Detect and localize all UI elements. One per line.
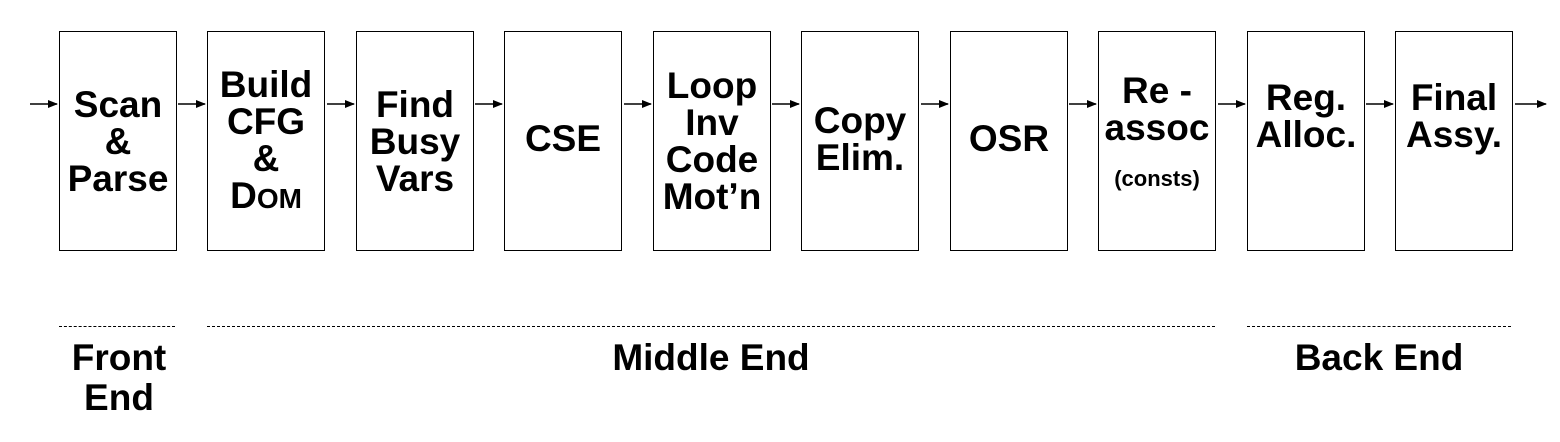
stage-line: Busy xyxy=(369,120,461,162)
middle-end-divider xyxy=(207,326,1215,327)
stage-line: Re - xyxy=(1122,70,1192,111)
middle-end-label: Middle End xyxy=(207,338,1215,378)
stage-note: (consts) xyxy=(1114,166,1200,191)
stage-copy-elim: Copy Elim. xyxy=(801,31,919,251)
front-end-label: Front End xyxy=(59,338,179,418)
stage-final-assy: Final Assy. xyxy=(1395,31,1513,251)
stage-line: CSE xyxy=(524,118,602,159)
stage-osr: OSR xyxy=(950,31,1068,251)
stage-cse: CSE xyxy=(504,31,622,251)
stage-line: Final xyxy=(1410,77,1498,118)
dom-smallcaps: OM xyxy=(256,182,302,214)
label-line: Front xyxy=(71,337,167,378)
stage-line: & xyxy=(104,120,132,162)
stage-line: & xyxy=(252,137,280,179)
stage-line: Mot’n xyxy=(662,176,762,217)
stage-line: Inv xyxy=(685,102,739,143)
dom-initial: D xyxy=(230,174,257,216)
back-end-label: Back End xyxy=(1247,338,1511,378)
stage-line: Parse xyxy=(67,157,169,199)
label-line: End xyxy=(84,377,154,418)
stage-line: assoc xyxy=(1104,107,1210,148)
stage-line: Reg. xyxy=(1265,77,1347,118)
back-end-divider xyxy=(1247,326,1511,327)
stage-line: Elim. xyxy=(815,137,905,178)
stage-reg-alloc: Reg. Alloc. xyxy=(1247,31,1365,251)
stage-line: Build xyxy=(219,63,313,105)
stage-find-busy-vars: Find Busy Vars xyxy=(356,31,474,251)
label-line: Back End xyxy=(1294,337,1464,378)
stage-line: CFG xyxy=(226,100,306,142)
stage-line: Loop xyxy=(666,65,758,106)
stage-line: Assy. xyxy=(1406,114,1502,155)
stage-line: Scan xyxy=(73,83,163,125)
stage-loop-inv-code-motion: Loop Inv Code Mot’n xyxy=(653,31,771,251)
stage-line: Find xyxy=(375,83,455,125)
stage-line: Code xyxy=(665,139,759,180)
stage-line: Alloc. xyxy=(1255,114,1357,155)
label-line: Middle End xyxy=(612,337,810,378)
front-end-divider xyxy=(59,326,175,327)
stage-line: OSR xyxy=(968,118,1050,159)
stage-line: Vars xyxy=(375,157,455,199)
stage-scan-parse: Scan & Parse xyxy=(59,31,177,251)
stage-build-cfg-dom: Build CFG & DOM xyxy=(207,31,325,251)
stage-reassoc: Re - assoc (consts) xyxy=(1098,31,1216,251)
stage-line: Copy xyxy=(813,100,907,141)
stage-line-dom: DOM xyxy=(230,177,302,217)
